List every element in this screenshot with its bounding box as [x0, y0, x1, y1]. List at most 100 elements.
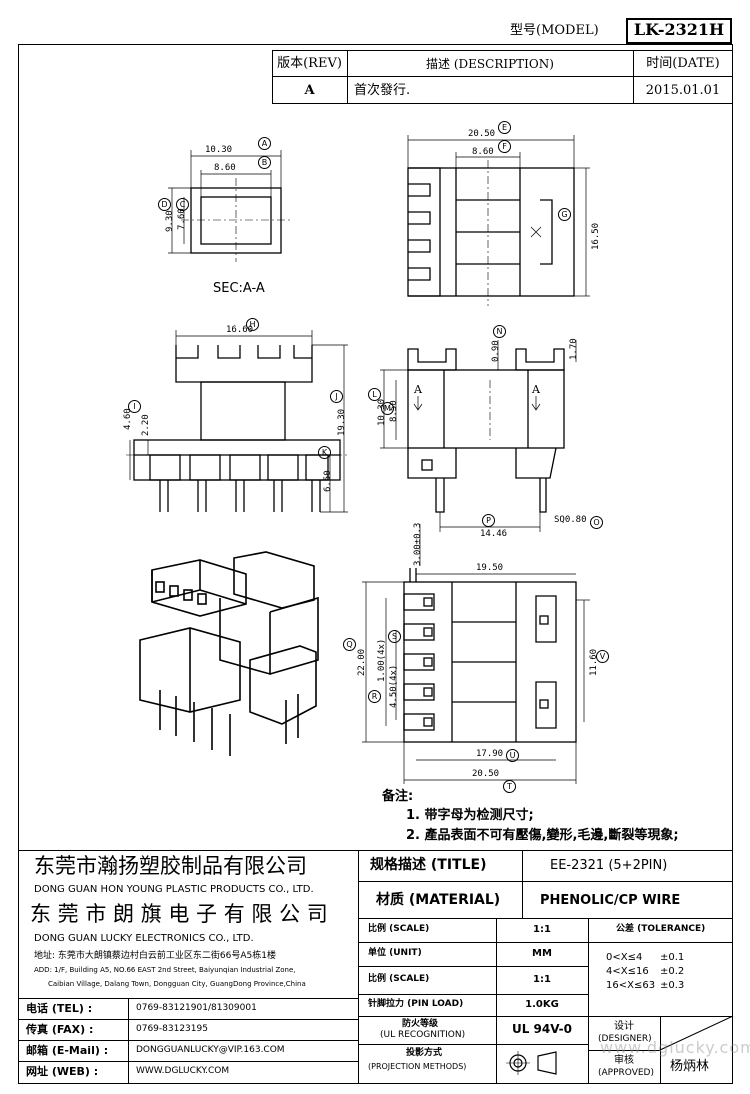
approved-value: 杨炳林: [670, 1059, 710, 1074]
dim-20-50-bottom: 20.50: [472, 769, 500, 779]
marker-v: V: [596, 650, 609, 663]
isometric-view: [139, 551, 319, 756]
marker-e: E: [498, 121, 511, 134]
title-value: EE-2321 (5+2PIN): [550, 858, 668, 873]
marker-u: U: [506, 749, 519, 762]
address-en-2: Caibian Village, Dalang Town, Dongguan C…: [48, 980, 306, 988]
mail-value[interactable]: DONGGUANLUCKY@VIP.163.COM: [136, 1045, 285, 1055]
ul-label-2: (UL RECOGNITION): [380, 1030, 466, 1040]
front-view: [126, 345, 348, 512]
tolerance-value-2: ±0.2: [660, 966, 685, 977]
dim-17-90: 17.90: [476, 749, 504, 759]
tolerance-value-1: ±0.1: [660, 952, 685, 963]
marker-t: T: [503, 780, 516, 793]
marker-k: K: [318, 446, 331, 459]
marker-f: F: [498, 140, 511, 153]
section-label: SEC:A-A: [213, 281, 265, 296]
designer-label-2: (DESIGNER): [598, 1034, 652, 1044]
dim-sq-0-80: SQ0.80: [554, 515, 587, 525]
watermark: www.dglucky.com: [600, 1038, 750, 1057]
side-view: [407, 348, 565, 513]
projection-label-2: (PROJECTION METHODS): [368, 1062, 467, 1071]
section-dims: [168, 150, 282, 254]
side-view-dims: [380, 340, 577, 532]
scale-label: 比例 (SCALE): [368, 924, 430, 934]
section-arrow-right: A: [532, 383, 540, 396]
tolerance-range-3: 16<X≤63: [606, 980, 656, 991]
fax-value: 0769-83123195: [136, 1024, 208, 1034]
description-label: 描述 (DESCRIPTION): [426, 57, 554, 71]
unit-value: MM: [532, 948, 552, 959]
rev-value: A: [304, 83, 315, 98]
company-name-cn-1: 东莞市瀚扬塑胶制品有限公司: [34, 854, 307, 878]
section-arrow-left: A: [414, 383, 422, 396]
marker-r: R: [368, 690, 381, 703]
ul-value: UL 94V-0: [511, 1022, 572, 1036]
title-label: 规格描述 (TITLE): [370, 857, 487, 873]
dim-10-30: 10.30: [205, 145, 233, 155]
unit-label: 单位 (UNIT): [368, 948, 422, 958]
marker-h: H: [246, 318, 259, 331]
company-name-en-1: DONG GUAN HON YOUNG PLASTIC PRODUCTS CO.…: [34, 884, 314, 895]
web-label: 网址 (WEB) :: [26, 1065, 99, 1078]
pin-load-label: 针脚拉力 (PIN LOAD): [368, 999, 464, 1009]
marker-n: N: [493, 325, 506, 338]
approved-label-2: (APPROVED): [598, 1068, 654, 1078]
model-value: LK-2321H: [633, 20, 725, 39]
marker-l: L: [368, 388, 381, 401]
date-value: 2015.01.01: [645, 83, 721, 98]
model-box: [626, 18, 732, 44]
company-name-cn-2: 东 莞 市 朗 旗 电 子 有 限 公 司: [30, 902, 328, 926]
front-view-dims: [129, 330, 348, 513]
tel-value: 0769-83121901/81309001: [136, 1003, 257, 1013]
dim-14-46: 14.46: [480, 529, 508, 539]
section-view: [181, 178, 292, 262]
rev-label: 版本(REV): [277, 56, 342, 71]
address-cn: 地址: 东莞市大朗镇蔡边村白云前工业区东二街66号A5栋1楼: [34, 951, 276, 961]
marker-i: I: [128, 400, 141, 413]
marker-p: P: [482, 514, 495, 527]
marker-o: O: [590, 516, 603, 529]
ul-label-1: 防火等级: [402, 1019, 439, 1029]
marker-d: D: [158, 198, 171, 211]
material-value: PHENOLIC/CP WIRE: [540, 893, 681, 908]
dim-19-50: 19.50: [476, 563, 504, 573]
approved-label-1: 审核: [614, 1055, 634, 1066]
tolerance-label: 公差 (TOLERANCE): [616, 924, 706, 934]
marker-j: J: [330, 390, 343, 403]
tolerance-value-3: ±0.3: [660, 980, 685, 991]
bottom-view-dims: [362, 524, 590, 784]
tolerance-range-1: 0<X≤4: [606, 952, 643, 963]
marker-m: M: [381, 402, 394, 415]
marker-c: C: [176, 198, 189, 211]
tel-label: 电话 (TEL) :: [26, 1002, 93, 1015]
marker-a: A: [258, 137, 271, 150]
dim-20-50-top: 20.50: [468, 129, 496, 139]
web-value[interactable]: WWW.DGLUCKY.COM: [136, 1066, 230, 1076]
marker-q: Q: [343, 638, 356, 651]
model-label: 型号(MODEL): [510, 23, 599, 38]
material-label: 材质 (MATERIAL): [376, 892, 501, 908]
scale-value: 1:1: [533, 924, 551, 935]
marker-b: B: [258, 156, 271, 169]
tolerance-range-2: 4<X≤16: [606, 966, 649, 977]
pin-load-value: 1.0KG: [525, 999, 559, 1010]
dim-16-60: 16.60: [226, 325, 254, 335]
dim-8-60-top: 8.60: [472, 147, 494, 157]
marker-g: G: [558, 208, 571, 221]
date-label: 时间(DATE): [646, 56, 720, 71]
scale-label-2: 比例 (SCALE): [368, 974, 430, 984]
bottom-view: [403, 568, 577, 743]
revision-table: [272, 50, 733, 104]
note-2: 2. 產品表面不可有壓傷,變形,毛邊,斷裂等現象;: [406, 828, 679, 843]
note-1: 1. 带字母为检测尺寸;: [406, 808, 534, 823]
top-view-dims: [407, 135, 590, 297]
fax-label: 传真 (FAX) :: [26, 1023, 94, 1036]
title-block: [18, 850, 733, 1084]
marker-s: S: [388, 630, 401, 643]
projection-label-1: 投影方式: [406, 1048, 443, 1058]
address-en-1: ADD: 1/F, Building A5, NO.66 EAST 2nd St…: [34, 966, 296, 974]
